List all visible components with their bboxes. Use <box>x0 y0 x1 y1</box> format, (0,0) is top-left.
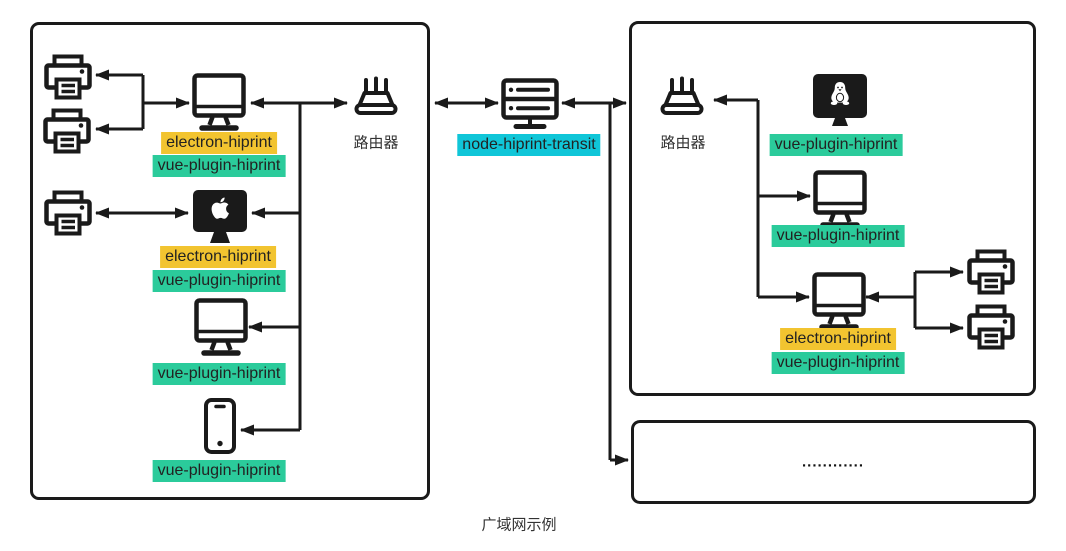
transit-more-branch-connector <box>608 103 629 466</box>
tag-vue-plugin-hiprint: vue-plugin-hiprint <box>152 155 286 177</box>
mac-desktop-icon <box>193 190 247 243</box>
tag-vue-plugin-hiprint: vue-plugin-hiprint <box>769 134 903 156</box>
desktop-monitor-icon <box>813 170 867 228</box>
printer-icon <box>43 108 91 154</box>
left-router-label: 路由器 <box>353 134 399 152</box>
transit-server-icon <box>501 78 559 129</box>
desktop-monitor-icon <box>194 298 248 356</box>
router-icon <box>354 76 398 115</box>
desktop-monitor-icon <box>192 73 246 131</box>
printer-icon <box>967 304 1015 350</box>
tag-vue-plugin-hiprint: vue-plugin-hiprint <box>771 352 905 374</box>
more-lans-box <box>631 420 1036 504</box>
tag-vue-plugin-hiprint: vue-plugin-hiprint <box>771 225 905 247</box>
right-lan-box <box>629 21 1036 396</box>
desktop-monitor-icon <box>812 272 866 330</box>
printer-icon <box>44 54 92 100</box>
diagram-caption: 广域网示例 <box>481 516 557 534</box>
phone-icon <box>204 398 236 454</box>
more-lans-ellipsis: ............ <box>801 453 865 471</box>
right-router-label: 路由器 <box>660 134 706 152</box>
tag-vue-plugin-hiprint: vue-plugin-hiprint <box>152 460 286 482</box>
tag-vue-plugin-hiprint: vue-plugin-hiprint <box>152 270 286 292</box>
tag-electron-hiprint: electron-hiprint <box>780 328 896 350</box>
router-icon <box>660 76 704 115</box>
tux-icon <box>830 82 850 105</box>
printer-icon <box>44 190 92 236</box>
linux-desktop-icon <box>813 74 867 126</box>
tag-electron-hiprint: electron-hiprint <box>160 246 276 268</box>
tag-node-hiprint-transit: node-hiprint-transit <box>457 134 601 156</box>
tag-electron-hiprint: electron-hiprint <box>161 132 277 154</box>
left-lan-box <box>30 22 430 500</box>
printer-icon <box>967 249 1015 295</box>
tag-vue-plugin-hiprint: vue-plugin-hiprint <box>152 363 286 385</box>
apple-logo-icon <box>211 197 229 219</box>
